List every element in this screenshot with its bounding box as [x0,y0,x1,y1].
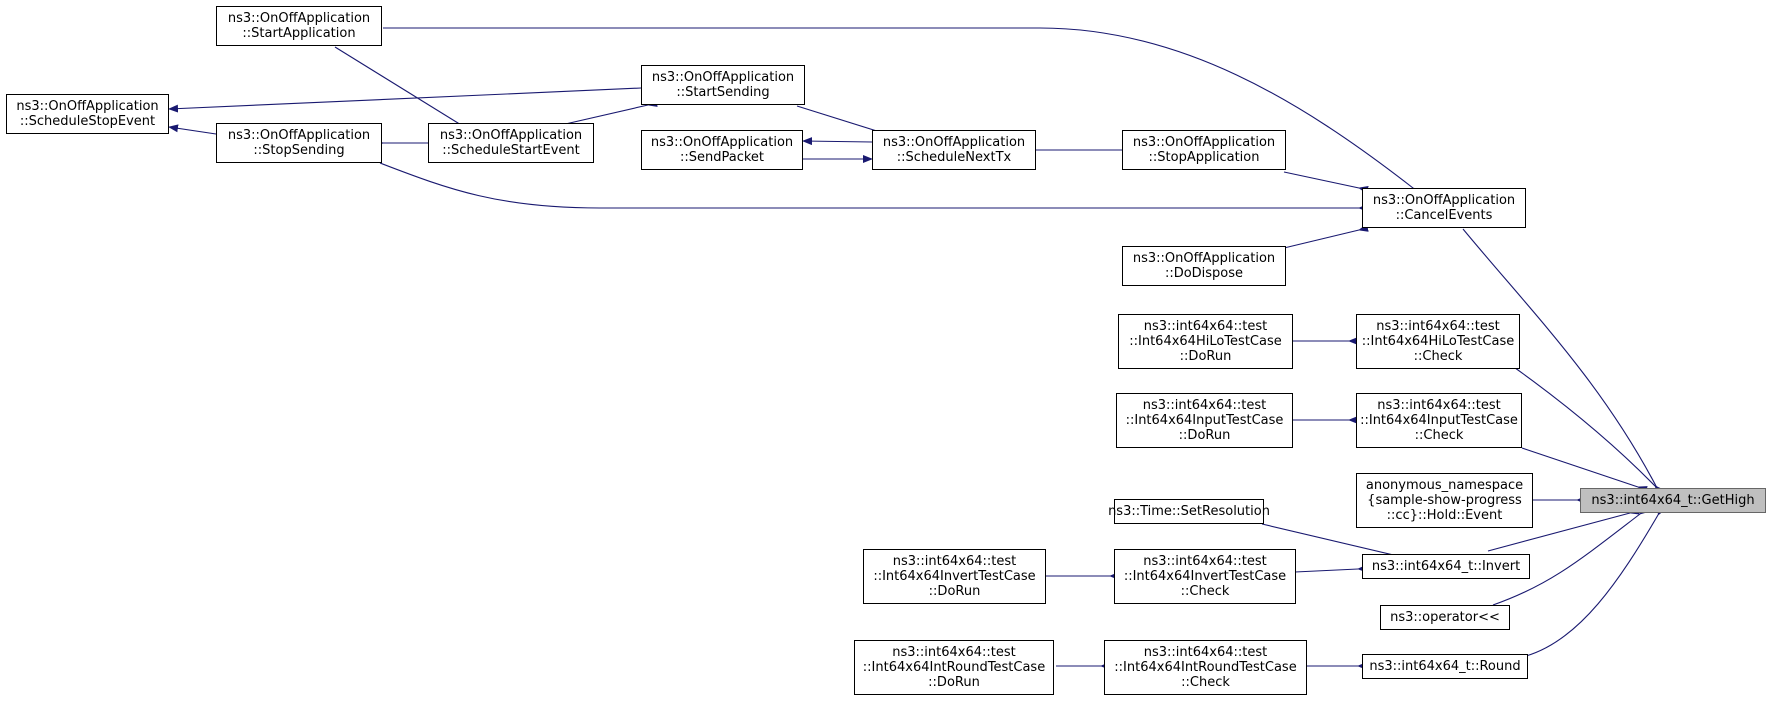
caller-edges [168,27,1666,670]
node-send-packet[interactable]: ns3::OnOffApplication::SendPacket [641,130,803,170]
edge-stop-sending-to-schedule-stop-event [168,124,217,135]
node-label-line: anonymous_namespace [1365,478,1524,493]
node-hold-event[interactable]: anonymous_namespace{sample-show-progress… [1356,473,1533,528]
node-do-dispose[interactable]: ns3::OnOffApplication::DoDispose [1122,246,1286,286]
node-label-line: ::DoRun [928,584,981,599]
edge-invert-to-invert-check [1294,564,1368,573]
node-label-line: ns3::int64x64_t::Invert [1371,559,1521,574]
node-label-line: ::Int64x64InputTestCase [1125,413,1284,428]
node-intround-dorun[interactable]: ns3::int64x64::test::Int64x64IntRoundTes… [854,640,1054,695]
edge-get-high-to-operator-ll [1492,505,1650,606]
edge-start-application-to-cancel-events [383,27,1423,197]
node-label-line: ::StopApplication [1148,150,1260,165]
node-label-line: ::ScheduleStopEvent [19,114,156,129]
edge-schedule-next-tx-to-start-sending [796,105,890,139]
node-label-line: ::StartApplication [242,26,356,41]
edge-get-high-to-round [1525,505,1666,657]
node-label-line: ns3::OnOffApplication [227,128,371,143]
node-label-line: ::Int64x64IntRoundTestCase [1114,660,1297,675]
node-input-check[interactable]: ns3::int64x64::test::Int64x64InputTestCa… [1356,393,1522,448]
node-get-high: ns3::int64x64_t::GetHigh [1580,488,1766,513]
edge-get-high-to-hilo-check [1510,364,1665,496]
node-label-line: ns3::OnOffApplication [650,135,794,150]
node-schedule-start-event[interactable]: ns3::OnOffApplication::ScheduleStartEven… [428,123,594,163]
node-label-line: ::DoRun [1179,349,1232,364]
node-invert-check[interactable]: ns3::int64x64::test::Int64x64InvertTestC… [1114,549,1296,604]
edge-start-sending-to-schedule-stop-event [168,87,642,113]
node-stop-sending[interactable]: ns3::OnOffApplication::StopSending [216,123,382,163]
node-label-line: ::Check [1180,584,1230,599]
node-label-line: ns3::int64x64_t::Round [1369,659,1521,674]
node-label-line: ns3::int64x64::test [1143,645,1268,660]
node-label-line: ns3::int64x64::test [1143,319,1268,334]
node-label-line: ns3::int64x64_t::GetHigh [1591,493,1755,508]
node-label-line: {sample-show-progress [1367,493,1522,508]
node-label-line: ns3::operator<< [1390,610,1500,625]
node-input-dorun[interactable]: ns3::int64x64::test::Int64x64InputTestCa… [1116,393,1293,448]
node-round[interactable]: ns3::int64x64_t::Round [1362,654,1528,679]
node-label-line: ns3::int64x64::test [1142,398,1267,413]
node-hilo-check[interactable]: ns3::int64x64::test::Int64x64HiLoTestCas… [1356,314,1520,369]
node-label-line: ns3::OnOffApplication [882,135,1026,150]
edge-cancel-events-to-stop-application [1283,171,1369,194]
node-hilo-dorun[interactable]: ns3::int64x64::test::Int64x64HiLoTestCas… [1118,314,1293,369]
node-label-line: ns3::OnOffApplication [227,11,371,26]
node-start-application[interactable]: ns3::OnOffApplication::StartApplication [216,6,382,46]
node-label-line: ::SendPacket [679,150,765,165]
node-label-line: ::Int64x64InvertTestCase [1123,569,1287,584]
edge-schedule-start-event-to-start-application [334,46,476,137]
node-label-line: ::Int64x64HiLoTestCase [1361,334,1515,349]
node-label-line: ns3::int64x64::test [1143,554,1267,569]
node-label-line: ::CancelEvents [1395,208,1493,223]
edge-get-high-to-input-check [1521,447,1648,494]
node-schedule-stop-event[interactable]: ns3::OnOffApplication::ScheduleStopEvent [6,94,169,134]
node-label-line: ns3::int64x64::test [892,645,1016,660]
edge-cancel-events-to-stop-sending [379,162,1368,212]
node-label-line: ns3::Time::SetResolution [1108,504,1270,519]
node-operator-ll[interactable]: ns3::operator<< [1380,605,1510,630]
node-label-line: ns3::int64x64::test [1376,319,1500,334]
node-label-line: ::StartSending [676,85,770,100]
node-label-line: ns3::OnOffApplication [1132,251,1276,266]
edge-get-high-to-cancel-events [1462,228,1664,496]
edge-schedule-next-tx-to-send-packet [802,137,873,146]
node-cancel-events[interactable]: ns3::OnOffApplication::CancelEvents [1362,188,1526,228]
node-schedule-next-tx[interactable]: ns3::OnOffApplication::ScheduleNextTx [872,130,1036,170]
node-intround-check[interactable]: ns3::int64x64::test::Int64x64IntRoundTes… [1104,640,1307,695]
node-label-line: ::Int64x64InputTestCase [1360,413,1518,428]
node-label-line: ns3::OnOffApplication [651,70,795,85]
node-label-line: ::cc}::Hold::Event [1386,508,1503,523]
node-label-line: ns3::OnOffApplication [1372,193,1516,208]
node-label-line: ::DoRun [928,675,980,690]
node-label-line: ::Int64x64HiLoTestCase [1129,334,1282,349]
node-start-sending[interactable]: ns3::OnOffApplication::StartSending [641,65,805,105]
node-set-resolution[interactable]: ns3::Time::SetResolution [1108,499,1270,524]
node-invert-dorun[interactable]: ns3::int64x64::test::Int64x64InvertTestC… [863,549,1046,604]
node-label-line: ::ScheduleNextTx [896,150,1012,165]
edge-invert-to-set-resolution [1261,523,1412,563]
node-label-line: ::ScheduleStartEvent [442,143,580,158]
node-label-line: ::Check [1181,675,1230,690]
edge-cancel-events-to-do-dispose [1283,224,1369,249]
node-label-line: ::DoDispose [1164,266,1244,281]
edge-start-sending-to-schedule-start-event [560,99,658,126]
node-label-line: ::Int64x64InvertTestCase [873,569,1036,584]
edge-get-high-to-invert [1487,506,1640,552]
node-label-line: ns3::int64x64::test [1377,398,1501,413]
node-label-line: ::Int64x64IntRoundTestCase [862,660,1046,675]
node-label-line: ::Check [1414,428,1464,443]
node-label-line: ::DoRun [1178,428,1231,443]
node-label-line: ::Check [1413,349,1463,364]
node-label-line: ns3::OnOffApplication [16,99,159,114]
node-label-line: ns3::OnOffApplication [439,128,583,143]
node-label-line: ns3::OnOffApplication [1132,135,1276,150]
node-label-line: ::StopSending [253,143,345,158]
node-label-line: ns3::int64x64::test [892,554,1017,569]
node-invert[interactable]: ns3::int64x64_t::Invert [1362,554,1530,579]
node-stop-application[interactable]: ns3::OnOffApplication::StopApplication [1122,130,1286,170]
